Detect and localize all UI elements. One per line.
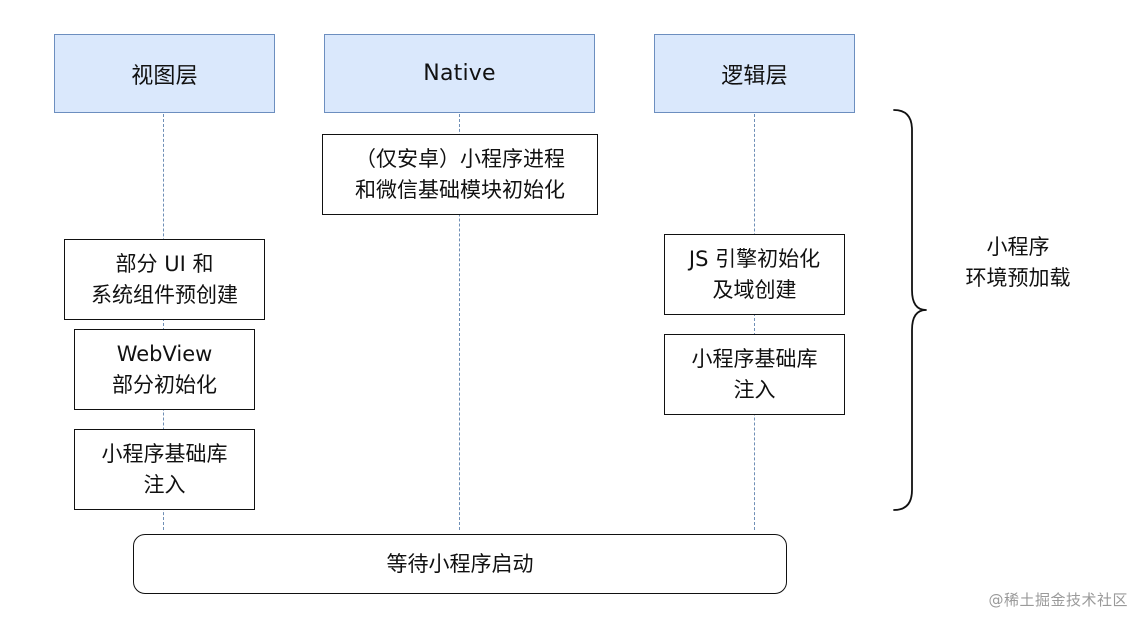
logic-layer-header: 逻辑层 xyxy=(654,34,855,113)
webview-init-box: WebView 部分初始化 xyxy=(74,329,255,410)
preload-brace-label: 小程序 环境预加载 xyxy=(965,235,1071,290)
native-header: Native xyxy=(324,34,595,113)
preload-brace xyxy=(893,109,927,511)
logic-lane-line xyxy=(754,114,755,530)
view-base-lib-inject-box: 小程序基础库 注入 xyxy=(74,429,255,510)
native-process-init-box: （仅安卓）小程序进程 和微信基础模块初始化 xyxy=(322,134,598,215)
wait-start-box: 等待小程序启动 xyxy=(133,534,787,594)
logic-base-lib-inject-box: 小程序基础库 注入 xyxy=(664,334,845,415)
ui-precreate-box: 部分 UI 和 系统组件预创建 xyxy=(64,239,265,320)
view-layer-header: 视图层 xyxy=(54,34,275,113)
watermark: @稀土掘金技术社区 xyxy=(988,591,1128,609)
native-lane-line xyxy=(459,114,460,530)
js-engine-init-box: JS 引擎初始化 及域创建 xyxy=(664,234,845,315)
view-lane-line xyxy=(163,114,164,530)
